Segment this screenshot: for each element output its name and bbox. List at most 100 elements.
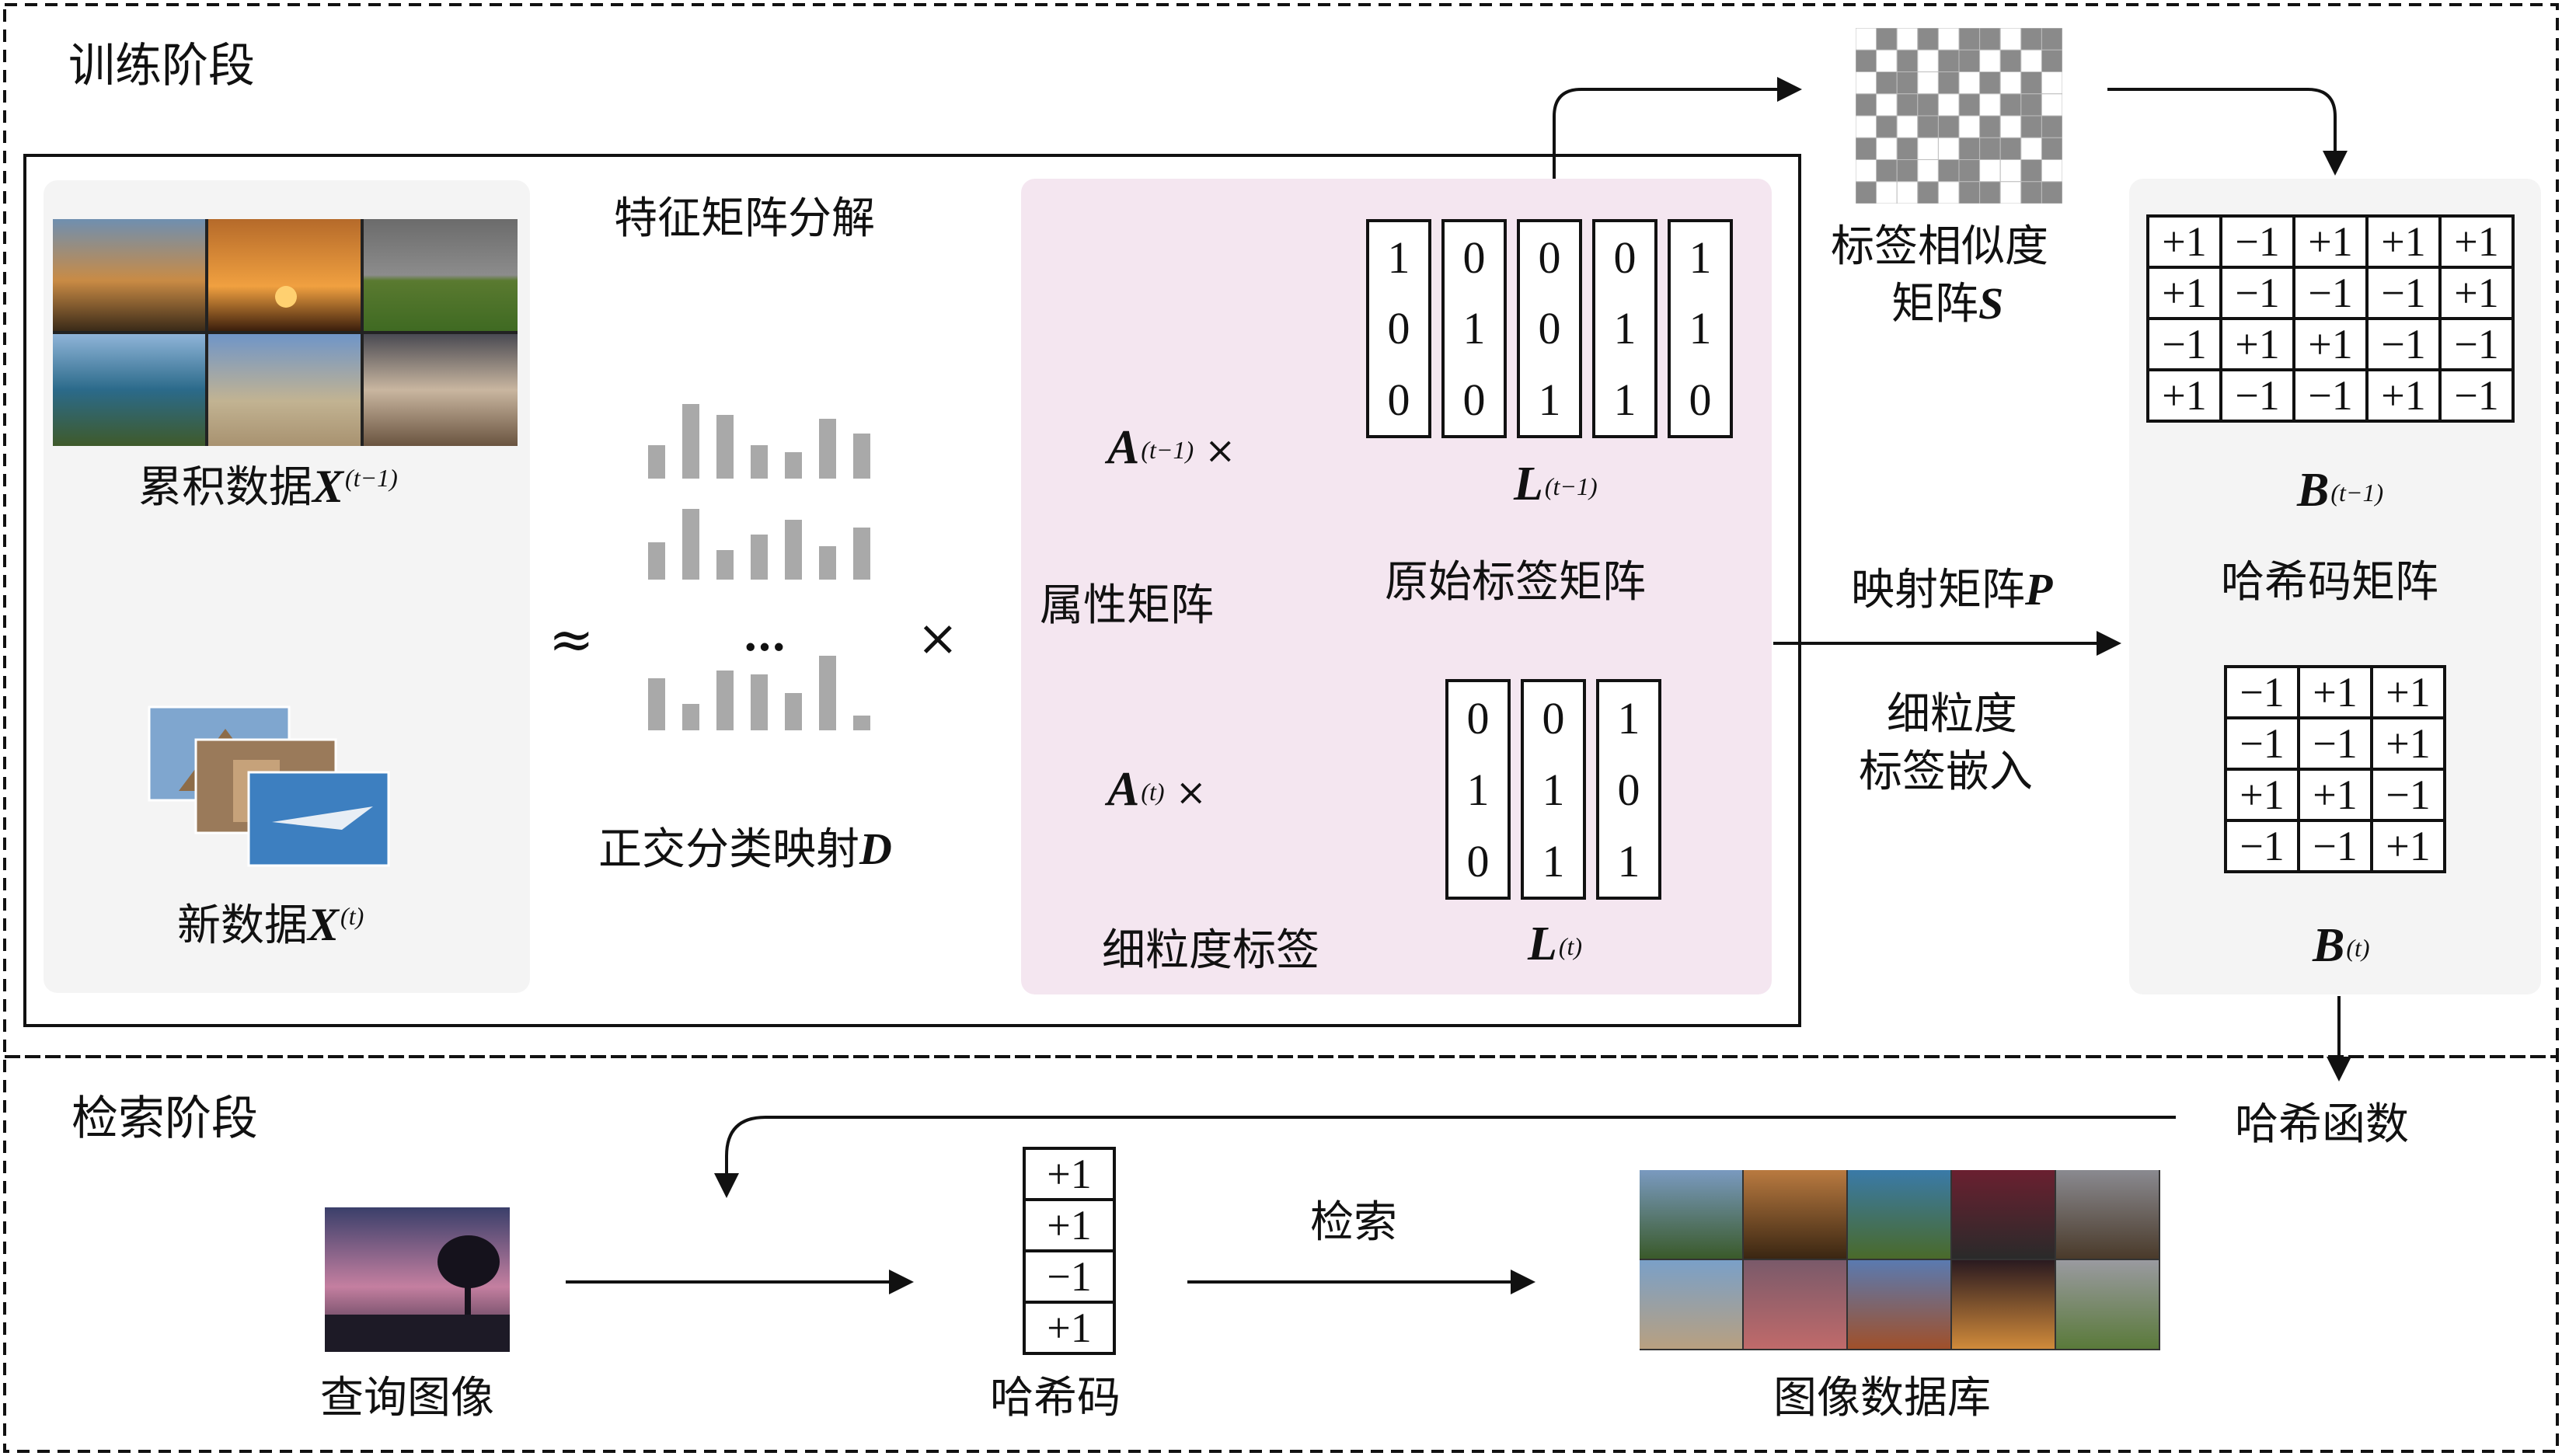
similarity-cell: [2041, 137, 2062, 161]
matrix-cell: 1: [1538, 374, 1561, 425]
hash-cell: +1: [2219, 317, 2295, 371]
matrix-cell: 0: [1689, 374, 1712, 425]
matrix-cell: 0: [1462, 374, 1486, 425]
factorization-frame: [23, 154, 1801, 1027]
orthogonal-mapping-label: 正交分类映射D: [598, 824, 892, 875]
similarity-cell: [2020, 181, 2042, 204]
similarity-label-line2: 矩阵S: [1891, 278, 2004, 329]
database-thumbnail: [2056, 1260, 2159, 1349]
database-thumbnail: [1640, 1260, 1742, 1349]
bar: [853, 716, 870, 730]
hash-cell: −1: [1023, 1249, 1116, 1304]
similarity-cell: [2041, 71, 2062, 95]
similarity-cell: [1958, 49, 1981, 73]
original-label-matrix-label: 原始标签矩阵: [1385, 557, 1646, 608]
accumulated-images: [53, 219, 518, 446]
similarity-cell: [1999, 115, 2022, 138]
bar: [751, 445, 768, 479]
similarity-cell: [1856, 71, 1877, 95]
matrix-cell: 1: [1462, 303, 1486, 354]
similarity-cell: [1917, 115, 1939, 138]
similarity-cell: [1917, 137, 1939, 161]
bar: [819, 419, 836, 479]
similarity-cell: [1999, 49, 2022, 73]
hash-cell: +1: [2370, 665, 2446, 719]
B-cur-matrix: −1+1+1−1−1+1+1+1−1−1−1+1: [2224, 665, 2446, 873]
matrix-cell: 1: [1689, 232, 1712, 284]
hash-cell: +1: [2297, 665, 2373, 719]
similarity-cell: [1999, 181, 2022, 204]
similarity-cell: [1896, 93, 1919, 117]
bar: [716, 415, 734, 479]
similarity-cell: [1979, 93, 2001, 117]
similarity-cell: [1999, 71, 2022, 95]
hash-cell: −1: [2438, 317, 2515, 371]
similarity-cell: [2041, 115, 2062, 138]
similarity-cell: [1876, 93, 1898, 117]
similarity-cell: [2020, 159, 2042, 183]
database-thumbnail: [1848, 1260, 1950, 1349]
orthogonal-mapping-bars: [648, 404, 870, 730]
similarity-cell: [1979, 28, 2001, 51]
hash-cell: +1: [2438, 266, 2515, 320]
ellipsis: …: [743, 610, 786, 661]
hash-cell: +1: [2146, 368, 2222, 423]
similarity-cell: [1876, 159, 1898, 183]
matrix-cell: 1: [1613, 303, 1637, 354]
bar: [682, 509, 699, 580]
arrow-function-to-query: [714, 1116, 2176, 1198]
image-database-label: 图像数据库: [1773, 1373, 1991, 1423]
similarity-cell: [1958, 115, 1981, 138]
matrix-cell: 1: [1542, 835, 1565, 886]
bar: [853, 528, 870, 580]
similarity-cell: [1958, 93, 1981, 117]
bar: [785, 520, 802, 580]
similarity-cell: [1856, 181, 1877, 204]
bar: [648, 678, 665, 730]
matrix-cell: 0: [1466, 835, 1490, 886]
similarity-cell: [1958, 28, 1981, 51]
hash-cell: −1: [2219, 266, 2295, 320]
similarity-cell: [1999, 93, 2022, 117]
accumulated-data-label: 累积数据X(t−1): [138, 461, 398, 513]
similarity-cell: [1979, 181, 2001, 204]
similarity-cell: [1937, 159, 1960, 183]
database-thumbnail: [1744, 1170, 1846, 1259]
times-symbol: ×: [917, 610, 959, 667]
hash-code-vector: +1+1−1+1: [1023, 1147, 1116, 1355]
database-thumbnail: [1952, 1170, 2055, 1259]
database-thumbnail: [1640, 1170, 1742, 1259]
hash-cell: −1: [2365, 266, 2442, 320]
matrix-cell: 0: [1538, 303, 1561, 354]
similarity-cell: [1876, 49, 1898, 73]
similarity-cell: [1937, 71, 1960, 95]
similarity-cell: [1876, 181, 1898, 204]
similarity-cell: [2041, 181, 2062, 204]
matrix-cell: 0: [1387, 303, 1410, 354]
hash-cell: −1: [2297, 819, 2373, 873]
similarity-cell: [1896, 159, 1919, 183]
label-similarity-matrix: [1856, 28, 2062, 204]
similarity-cell: [1896, 137, 1919, 161]
L-prev-label: L(t−1): [1514, 458, 1598, 510]
similarity-cell: [1917, 49, 1939, 73]
matrix-cell: 1: [1617, 835, 1640, 886]
bar: [682, 704, 699, 730]
similarity-cell: [1999, 137, 2022, 161]
similarity-cell: [1876, 137, 1898, 161]
hash-cell: +1: [2224, 768, 2300, 822]
similarity-cell: [2020, 93, 2042, 117]
hash-cell: +1: [2292, 214, 2369, 269]
hash-cell: −1: [2219, 214, 2295, 269]
similarity-cell: [1958, 71, 1981, 95]
A-cur-term: A(t)×: [1107, 763, 1207, 816]
B-prev-matrix: +1−1+1+1+1+1−1−1−1+1−1+1+1−1−1+1−1−1+1−1: [2146, 214, 2515, 423]
matrix-cell: 0: [1617, 764, 1640, 815]
hash-cell: −1: [2438, 368, 2515, 423]
hash-cell: +1: [1023, 1301, 1116, 1355]
bar: [682, 404, 699, 479]
